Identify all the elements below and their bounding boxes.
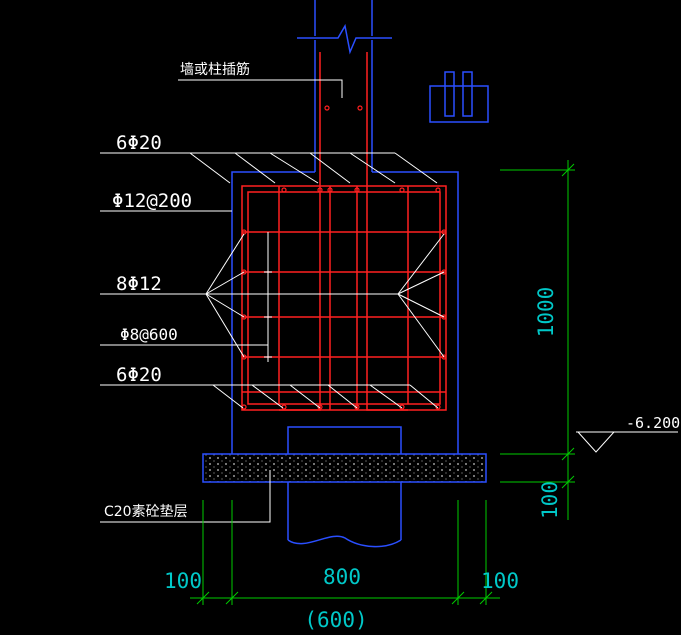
wall-dowel-label: 墙或柱插筋 [180, 61, 250, 78]
cushion-layer [202, 453, 487, 483]
elevation-label: -6.200 [626, 414, 680, 432]
pile-outline [287, 426, 402, 548]
side-bars-label: 8Φ12 [116, 273, 162, 295]
width-dimension: 800 [323, 565, 361, 589]
cushion-label: C20素砼垫层 [104, 504, 188, 520]
leader-lines [100, 79, 445, 523]
left-offset-dimension: 100 [164, 569, 202, 593]
dimension-lines [190, 160, 575, 605]
elevation-marker [576, 431, 678, 453]
stirrup-label: Φ12@200 [112, 190, 192, 212]
foundation-outline [231, 171, 459, 454]
top-bars-label: 6Φ20 [116, 132, 162, 154]
inner-width-dimension: (600) [304, 608, 367, 632]
column-symbol-icon [429, 71, 489, 123]
rebar-cage [241, 52, 447, 411]
tie-label: Φ8@600 [120, 325, 178, 344]
right-offset-dimension: 100 [481, 569, 519, 593]
height-dimension: 1000 [534, 287, 558, 338]
column-outline [297, 0, 392, 172]
rebar-dots [241, 105, 447, 410]
cushion-thickness-dimension: 100 [538, 481, 562, 519]
bottom-bars-label: 6Φ20 [116, 364, 162, 386]
